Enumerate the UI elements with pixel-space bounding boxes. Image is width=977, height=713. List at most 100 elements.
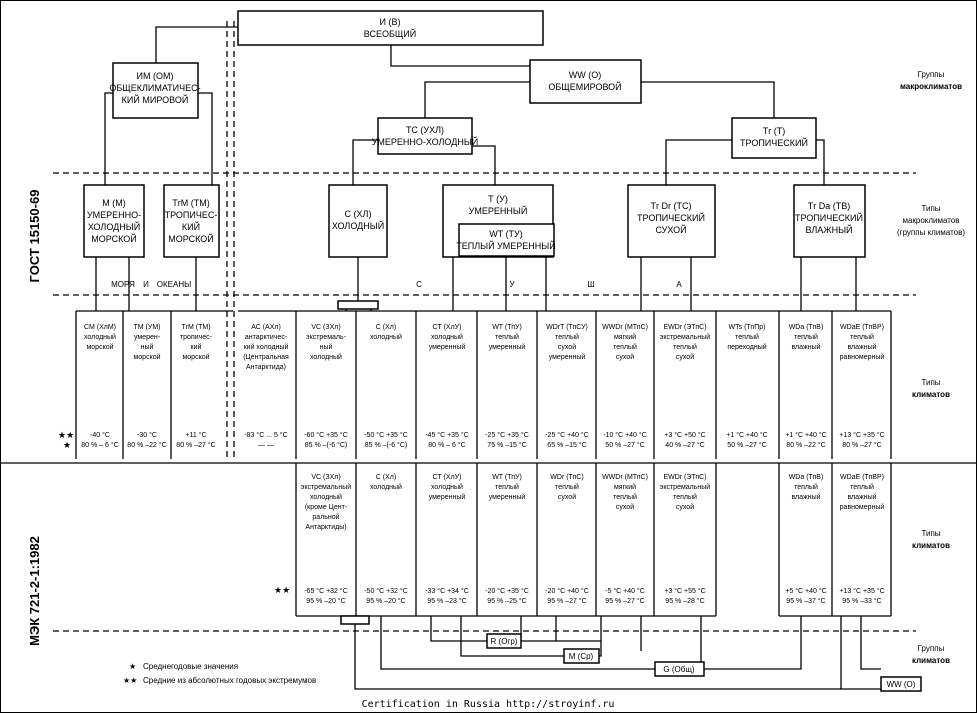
iec-cell-temp: +3 °С +55 °С <box>664 587 705 595</box>
gost-cell-line: VC (ЗХл) <box>311 324 340 331</box>
iec-cell-line: умеренный <box>489 493 526 501</box>
iec-cell-humidity: 95 % –28 °С <box>665 597 704 605</box>
gost-cell-line: Антарктида) <box>246 364 286 371</box>
gost-cell-line: сухой <box>676 353 694 361</box>
gost-cell-humidity: 80 % –27 °С <box>842 441 881 449</box>
svg-text:макроклиматов: макроклиматов <box>902 216 959 225</box>
iec-cell-line: сухой <box>558 493 576 501</box>
gost-cell-temp: -83 °С ... 5 °С <box>244 431 287 439</box>
svg-text:климатов: климатов <box>912 390 950 399</box>
gost-cell-line: умеренный <box>489 343 526 351</box>
svg-text:климатов: климатов <box>912 656 950 665</box>
gost-cell-line: теплый <box>495 333 519 341</box>
gost-cell-humidity: 50 % –27 °С <box>727 441 766 449</box>
gost-cell-line: СМ (ХлМ) <box>84 324 116 331</box>
iec-cell-line: теплый <box>794 483 818 491</box>
gost-cell-line: WT (ТпУ) <box>492 324 522 331</box>
gost-cell-line: экстремаль- <box>306 334 347 341</box>
gost-cell-line: морской <box>86 343 113 351</box>
iec-cell-temp: +5 °С +40 °С <box>785 587 826 595</box>
svg-text:Типы: Типы <box>921 378 940 387</box>
iec-cell-line: холодный <box>431 483 463 491</box>
region-label-oceans: ОКЕАНЫ <box>157 280 191 289</box>
gost-cell-humidity: 50 % –27 °С <box>605 441 644 449</box>
iec-cell-line: Антарктиды) <box>305 524 346 531</box>
iec-cell-line: теплый <box>850 483 874 491</box>
gost-cell-line: ТМ (УМ) <box>134 324 161 331</box>
gost-side-label: ГОСТ 15150-69 <box>27 190 42 283</box>
iec-cell-line: СТ (ХлУ) <box>433 474 462 481</box>
iec-cell-line: экстремальный <box>301 483 352 491</box>
top-box-tropical: Тr (Т)ТРОПИЧЕСКИЙ <box>731 117 817 159</box>
gost-cell-temp: -10 °С +40 °С <box>603 431 647 439</box>
svg-text:СУХОЙ: СУХОЙ <box>655 224 686 235</box>
gost-cell-line: теплый <box>735 333 759 341</box>
gost-cell-line: тропичес- <box>180 334 213 341</box>
region-label-and: И <box>143 280 149 289</box>
iec-cell-temp: -20 °С +35 °С <box>485 587 529 595</box>
iec-cell: С (Хл)холодный-50 °С +32 °С95 % –20 °С <box>364 474 408 605</box>
macro-box-cold: С (ХЛ)ХОЛОДНЫЙ <box>328 184 388 258</box>
svg-text:ТРОПИЧЕСКИЙ: ТРОПИЧЕСКИЙ <box>637 212 705 223</box>
group-box-restricted: R (Огр) <box>486 633 522 649</box>
svg-text:G (Общ): G (Общ) <box>663 665 694 674</box>
gost-cell-temp: -50 °С +35 °С <box>364 431 408 439</box>
gost-cell: С (Хл)холодный-50 °С +35 °С85 % –(-6 °С) <box>364 324 408 449</box>
svg-text:Среднегодовые значения: Среднегодовые значения <box>143 662 238 671</box>
svg-text:УМЕРЕННО-ХОЛОДНЫЙ: УМЕРЕННО-ХОЛОДНЫЙ <box>372 136 479 147</box>
gost-cell-temp: +1 °С +40 °С <box>726 431 767 439</box>
svg-text:ТrМ (ТМ): ТrМ (ТМ) <box>172 198 209 208</box>
gost-cell-line: ный <box>141 343 154 351</box>
svg-text:М (М): М (М) <box>102 198 126 208</box>
gost-cell-line: холодный <box>84 333 116 341</box>
gost-stars-bottom: ★ <box>63 440 71 450</box>
iec-cell-humidity: 95 % –27 °С <box>547 597 586 605</box>
svg-text:Группы: Группы <box>918 644 945 653</box>
svg-text:Тr Da (ТВ): Тr Da (ТВ) <box>808 201 851 211</box>
iec-cell-humidity: 95 % –33 °С <box>842 597 881 605</box>
gost-cell-line: АС (АХл) <box>251 324 281 331</box>
iec-cell-temp: -20 °С +40 °С <box>545 587 589 595</box>
gost-cell-line: холодный <box>370 333 402 341</box>
iec-cell-line: влажный <box>847 493 876 501</box>
top-box-general-world: ИМ (ОМ)ОБЩЕКЛИМАТИЧЕС-КИЙ МИРОВОЙ <box>109 62 201 119</box>
iec-cell-line: равномерный <box>840 503 885 511</box>
gost-cell-line: морской <box>133 353 160 361</box>
iec-cell-line: мягкий <box>614 483 636 491</box>
gost-cell-line: теплый <box>555 333 579 341</box>
svg-text:ТРОПИЧЕСКИЙ: ТРОПИЧЕСКИЙ <box>740 137 808 148</box>
top-box-temperate-cold: ТС (УХЛ)УМЕРЕННО-ХОЛОДНЫЙ <box>372 117 479 155</box>
bottom-bracket <box>340 615 370 625</box>
region-label-u: У <box>509 280 515 289</box>
gost-cell-line: С (Хл) <box>376 324 396 331</box>
svg-text:ТС (УХЛ): ТС (УХЛ) <box>406 125 444 135</box>
gost-cell-line: сухой <box>616 353 634 361</box>
iec-cell-line: холодный <box>310 493 342 501</box>
region-label-s: С <box>416 280 422 289</box>
iec-cell-humidity: 95 % –25 °С <box>487 597 526 605</box>
gost-cell-line: морской <box>182 353 209 361</box>
gost-cell-humidity: 80 % –27 °С <box>176 441 215 449</box>
iec-cell-line: WDaE (ТпВР) <box>840 474 884 481</box>
svg-text:★★: ★★ <box>123 676 137 685</box>
gost-cell-line: мягкий <box>614 333 636 341</box>
gost-cell-line: сухой <box>558 343 576 351</box>
iec-cell-line: экстремальный <box>660 483 711 491</box>
gost-cell-line: ный <box>320 343 333 351</box>
gost-cell-line: WWDr (МТпС) <box>602 324 648 331</box>
